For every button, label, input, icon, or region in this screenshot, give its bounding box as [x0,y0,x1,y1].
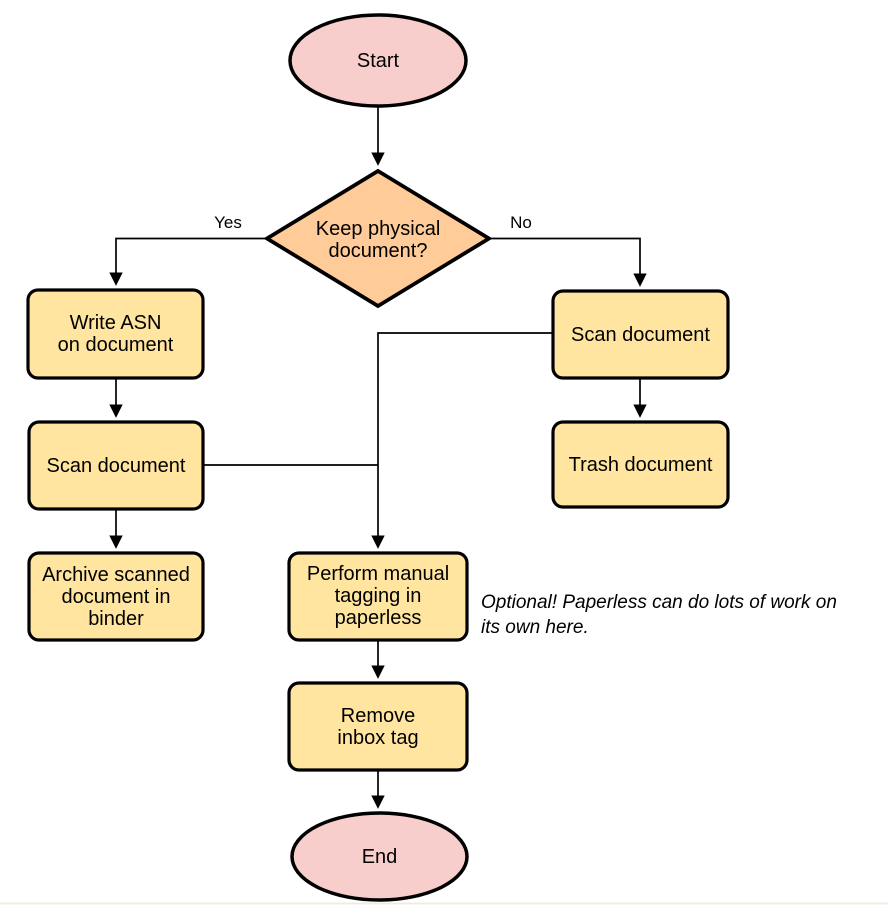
write-asn-box-shape [26,288,205,380]
edge-decision-no-to-scan-right [489,237,647,287]
end-label: End [362,846,398,868]
annotation-line1: Optional! Paperless can do lots of work … [481,592,837,613]
write-asn-label-line2: on document [58,334,174,356]
archive-label-line2: document in [62,586,171,608]
start-terminator-shape [288,13,468,108]
decision-label-line1: Keep physical [316,218,441,240]
remove-inbox-label-line2: inbox tag [337,727,418,749]
edge-label-no: No [510,213,532,232]
tagging-label-line3: paperless [335,607,422,629]
node-write-asn: Write ASN on document [26,288,205,380]
write-asn-label-line1: Write ASN [70,312,162,334]
end-terminator-shape [290,811,469,902]
scan-left-label: Scan document [47,455,186,477]
annotation-line2: its own here. [481,617,589,638]
scan-right-label: Scan document [571,324,710,346]
node-scan-document-right: Scan document [551,289,730,380]
node-decision-keep-physical: Keep physical document? [263,168,493,309]
archive-label-line1: Archive scanned [42,564,190,586]
page-bottom-divider [0,902,888,905]
edge-label-yes: Yes [214,213,242,232]
start-label: Start [357,50,400,72]
edge-decision-yes-to-write-asn [109,237,267,286]
node-archive-in-binder: Archive scanned document in binder [27,551,205,642]
edge-scan-right-to-tagging [371,332,553,549]
node-end: End [290,811,469,902]
node-trash-document: Trash document [551,420,730,509]
decision-label-line2: document? [329,240,428,262]
remove-inbox-label-line1: Remove [341,705,415,727]
archive-label-line3: binder [88,608,144,630]
decision-diamond-shape [263,168,493,309]
remove-inbox-box-shape [287,681,469,772]
tagging-label-line1: Perform manual [307,563,449,585]
scan-right-box-shape [551,289,730,380]
node-start: Start [288,13,468,108]
trash-label: Trash document [569,454,713,476]
node-scan-document-left: Scan document [27,420,205,511]
tagging-label-line2: tagging in [335,585,422,607]
tagging-box-shape [287,551,469,642]
trash-box-shape [551,420,730,509]
scan-left-box-shape [27,420,205,511]
node-remove-inbox-tag: Remove inbox tag [287,681,469,772]
node-manual-tagging: Perform manual tagging in paperless [287,551,469,642]
annotation-optional-note: Optional! Paperless can do lots of work … [481,592,837,638]
archive-box-shape [27,551,205,642]
